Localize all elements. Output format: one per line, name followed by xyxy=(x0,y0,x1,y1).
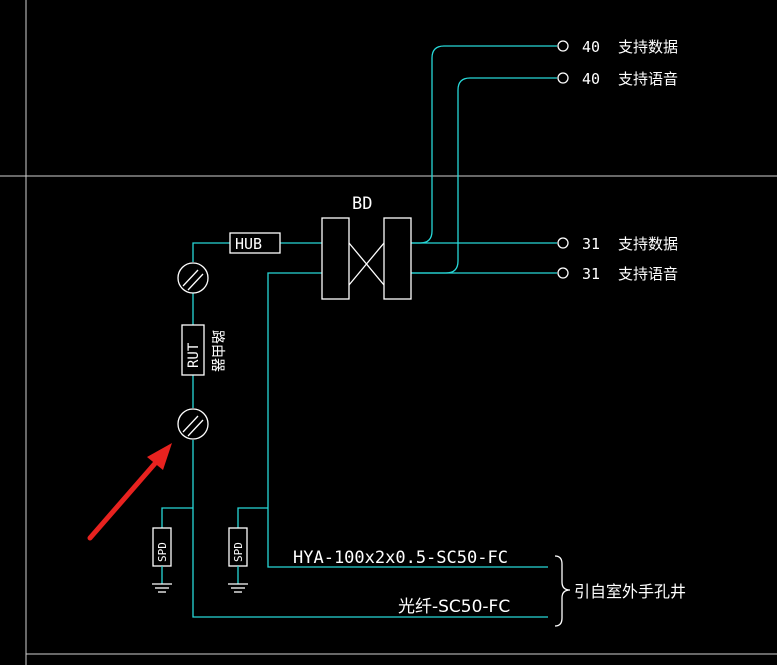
outlet-count: 40 xyxy=(582,38,600,56)
outlet-circle-icon xyxy=(557,267,569,279)
cable-fiber-label: 光纤-SC50-FC xyxy=(398,597,510,617)
wire-spd-right xyxy=(237,507,268,528)
outlet-circle-icon xyxy=(557,40,569,52)
hub-label: HUB xyxy=(235,235,262,253)
wire-copper-run xyxy=(267,272,548,568)
fuse-symbol-icon xyxy=(177,408,209,440)
bd-left-block xyxy=(321,217,350,300)
spd-label: SPD xyxy=(232,542,245,562)
outlet-labels: 40 支持数据 40 支持语音 31 支持数据 31 支持语音 xyxy=(582,38,678,283)
rut-rect xyxy=(181,324,205,376)
wire-outlet-40-voice xyxy=(411,77,557,274)
bd-distribution-frame: BD xyxy=(321,194,412,300)
brace-icon xyxy=(554,555,571,627)
outlet-markers xyxy=(557,40,569,279)
outlet-count: 31 xyxy=(582,265,600,283)
entry-note: 引自室外手孔井 xyxy=(574,582,686,601)
spd-label: SPD xyxy=(156,542,169,562)
router-box: RUT 路由器 xyxy=(181,324,225,376)
wire-fiber-run xyxy=(192,440,548,618)
bd-cross-line xyxy=(348,242,385,286)
wire-spd-left xyxy=(161,507,193,528)
hub-box: HUB xyxy=(229,232,281,254)
fuse-symbol-icon xyxy=(177,262,209,294)
bd-right-block xyxy=(383,217,412,300)
outlet-desc: 支持语音 xyxy=(618,265,678,283)
outlet-circle-icon xyxy=(557,72,569,84)
outlet-desc: 支持数据 xyxy=(618,235,678,253)
wiring xyxy=(161,45,557,618)
router-label: 路由器 xyxy=(209,330,225,372)
hub-rect xyxy=(229,232,281,254)
outlet-desc: 支持语音 xyxy=(618,70,678,88)
outlet-desc: 支持数据 xyxy=(618,38,678,56)
spd-left: SPD xyxy=(152,527,172,593)
red-arrow-icon xyxy=(87,443,172,541)
rut-label: RUT xyxy=(186,342,202,368)
cable-copper-label: HYA-100x2x0.5-SC50-FC xyxy=(293,548,508,568)
wire-hub-to-filter1 xyxy=(192,242,230,262)
bd-label: BD xyxy=(352,194,372,214)
spd-right: SPD xyxy=(228,527,248,593)
outlet-circle-icon xyxy=(557,237,569,249)
wire-outlet-40-data xyxy=(411,45,557,244)
outlet-count: 31 xyxy=(582,235,600,253)
outlet-count: 40 xyxy=(582,70,600,88)
